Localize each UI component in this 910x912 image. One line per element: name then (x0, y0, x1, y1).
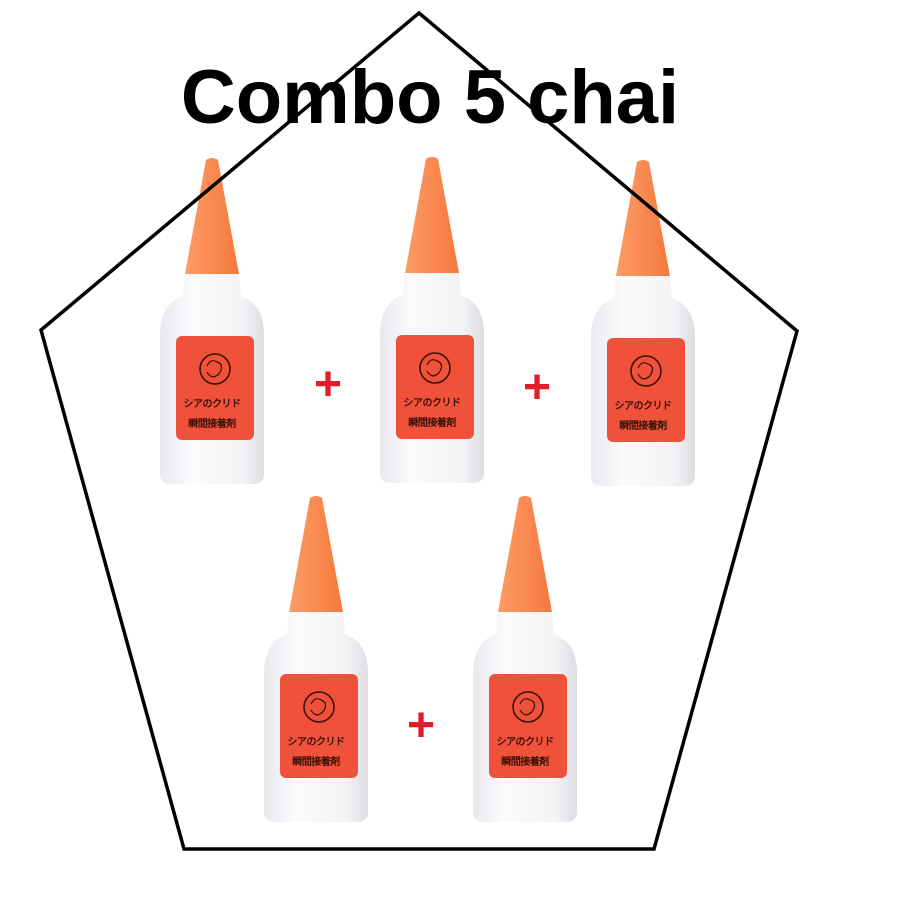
type-label: 瞬間接着剤 (619, 421, 667, 432)
bottle-icon (380, 157, 484, 483)
glue-bottle-2: シアのクリド 瞬間接着剤 (372, 155, 492, 485)
type-label: 瞬間接着剤 (408, 418, 456, 429)
type-label: 瞬間接着剤 (501, 757, 549, 768)
brand-label: シアのクリド (403, 398, 462, 409)
bottle-icon (160, 158, 264, 484)
glue-bottle-4: シアのクリド 瞬間接着剤 (256, 494, 376, 824)
bottle-icon (473, 496, 577, 822)
glue-bottle-3: シアのクリド 瞬間接着剤 (583, 158, 703, 488)
bottle-icon (264, 496, 368, 822)
title-text: Combo 5 chai (180, 55, 680, 140)
plus-icon: + (522, 361, 552, 414)
brand-label: シアのクリド (183, 399, 242, 410)
brand-label: シアのクリド (614, 401, 673, 412)
type-label: 瞬間接着剤 (188, 419, 236, 430)
plus-icon: + (313, 358, 343, 411)
glue-bottle-5: シアのクリド 瞬間接着剤 (465, 494, 585, 824)
brand-label: シアのクリド (287, 737, 346, 748)
brand-label: シアのクリド (496, 737, 555, 748)
glue-bottle-1: シアのクリド 瞬間接着剤 (152, 156, 272, 486)
plus-icon: + (406, 699, 436, 752)
type-label: 瞬間接着剤 (292, 757, 340, 768)
bottle-icon (591, 160, 695, 486)
